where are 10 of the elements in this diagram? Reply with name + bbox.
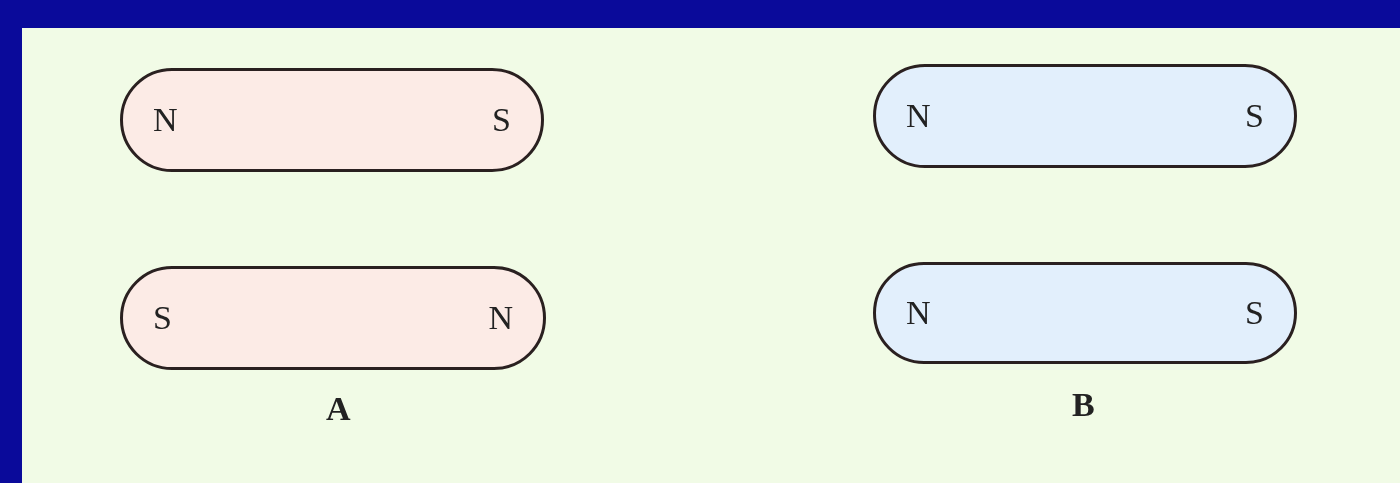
panel-letter: A <box>326 390 351 428</box>
magnet-pole-label: S <box>492 101 511 139</box>
magnet-pole-label: S <box>1245 97 1264 135</box>
magnet-pole-label: N <box>153 101 178 139</box>
magnet-pole-label: S <box>1245 294 1264 332</box>
magnet-pole-label: N <box>906 294 931 332</box>
magnet-pole-label: S <box>153 299 172 337</box>
magnet-pole-label: N <box>488 299 513 337</box>
panel-letter: B <box>1072 386 1095 424</box>
magnet-pole-label: N <box>906 97 931 135</box>
